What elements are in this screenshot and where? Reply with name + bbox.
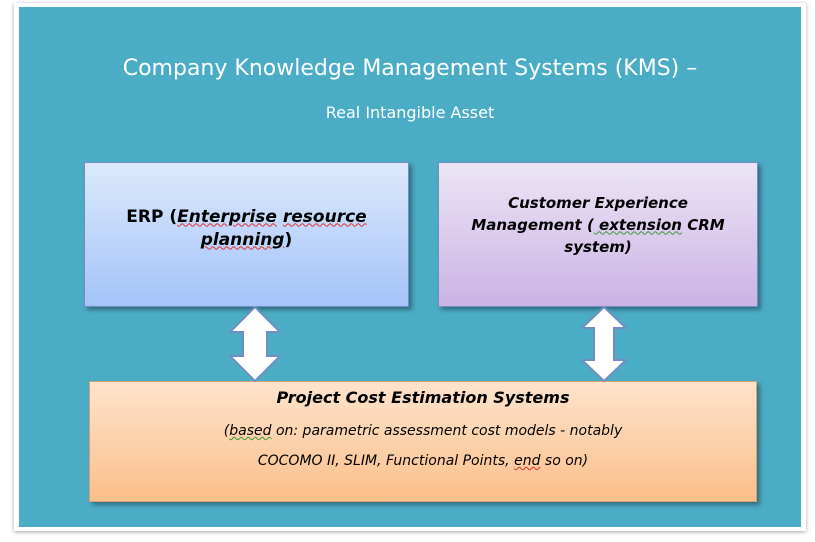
double-arrow-icon-right (581, 306, 627, 382)
pce-title: Project Cost Estimation Systems (276, 388, 570, 407)
project-cost-estimation-box: Project Cost Estimation Systems (based o… (89, 381, 757, 502)
pce-line-1: (based on: parametric assessment cost mo… (223, 423, 623, 439)
diagram-subtitle: Real Intangible Asset (325, 103, 495, 122)
double-arrow-icon-left (229, 306, 281, 382)
diagram-title: Company Knowledge Management Systems (KM… (122, 56, 698, 81)
pce-line-2: COCOMO II, SLIM, Functional Points, end … (257, 453, 589, 469)
